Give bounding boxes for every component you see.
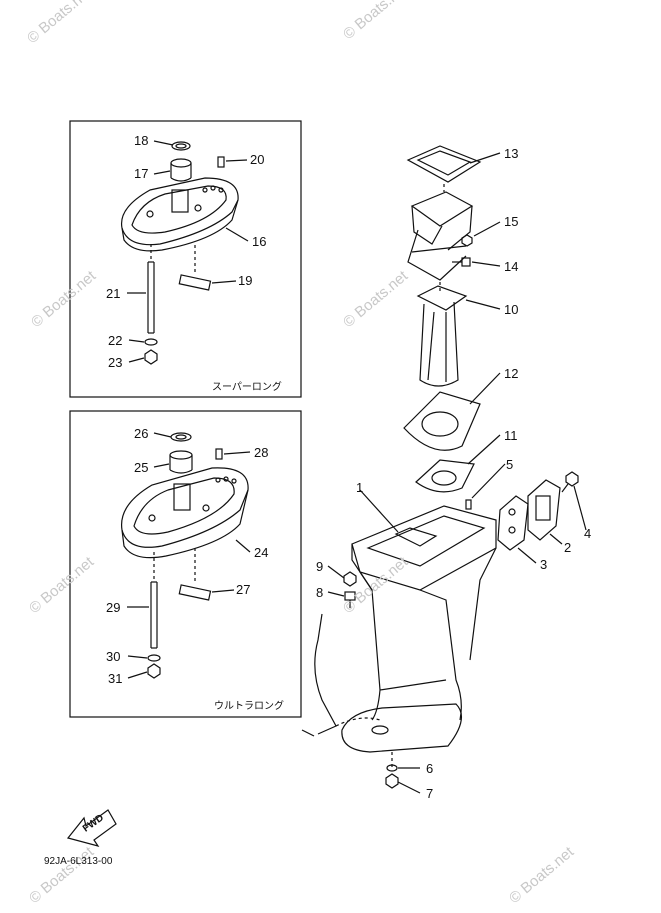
part-9-washer: [343, 571, 357, 587]
inset-frame-top: [69, 120, 302, 398]
part-18-ring: [171, 141, 191, 151]
part-15-nut: [461, 234, 473, 247]
callout-5: 5: [506, 457, 514, 472]
callout-22: 22: [108, 333, 123, 348]
part-4-bolt: [561, 471, 579, 493]
part-19-rubber-mount: [178, 274, 212, 291]
part-8-bolt: [344, 591, 356, 608]
callout-1: 1: [356, 480, 364, 495]
part-2-cover-plate: [527, 479, 561, 541]
callout-27: 27: [236, 582, 251, 597]
part-1-upper-casing: [341, 505, 497, 753]
part-24-extension-plate: [120, 467, 249, 559]
inset-bottom-caption: ウルトラロング: [214, 701, 284, 712]
callout-14: 14: [504, 259, 519, 274]
part-5-pin: [465, 499, 472, 510]
callout-24: 24: [254, 545, 269, 560]
diagram-code: 92JA-6L313-00: [44, 856, 113, 867]
callout-30: 30: [106, 649, 121, 664]
part-7-bolt: [385, 773, 399, 789]
callout-18: 18: [134, 133, 149, 148]
part-26-ring: [170, 432, 192, 442]
callout-26: 26: [134, 426, 149, 441]
callout-28: 28: [254, 445, 269, 460]
callout-29: 29: [106, 600, 121, 615]
callout-13: 13: [504, 146, 519, 161]
callout-20: 20: [250, 152, 265, 167]
part-11-gasket: [415, 459, 475, 493]
part-22-washer: [144, 338, 158, 346]
part-17-bushing: [170, 158, 192, 182]
part-27-rubber-mount: [178, 584, 212, 601]
part-31-nut: [147, 663, 161, 679]
callout-21: 21: [106, 286, 121, 301]
callout-6: 6: [426, 761, 434, 776]
part-23-nut: [144, 349, 158, 365]
part-16-extension-plate: [120, 177, 239, 252]
part-30-washer: [147, 654, 161, 662]
part-25-bushing: [169, 450, 193, 474]
inset-frame-bottom: [69, 410, 302, 718]
part-13-gasket: [406, 145, 482, 183]
callout-31: 31: [108, 671, 123, 686]
part-3-plate-gasket: [497, 495, 529, 551]
callout-11: 11: [504, 428, 518, 443]
callout-9: 9: [316, 559, 324, 574]
callout-4: 4: [584, 526, 592, 541]
lead-wire: [314, 613, 337, 735]
callout-3: 3: [540, 557, 548, 572]
callout-12: 12: [504, 366, 519, 381]
part-21-stud: [147, 261, 155, 334]
callout-16: 16: [252, 234, 267, 249]
callout-19: 19: [238, 273, 253, 288]
callout-25: 25: [134, 460, 149, 475]
callout-7: 7: [426, 786, 434, 801]
callout-8: 8: [316, 585, 324, 600]
part-12-gasket: [403, 391, 481, 451]
callout-23: 23: [108, 355, 123, 370]
part-14-bolt: [452, 257, 471, 267]
callout-15: 15: [504, 214, 519, 229]
part-28-pin: [215, 448, 223, 460]
part-exhaust-guide: [407, 191, 474, 281]
inset-top-caption: スーパーロング: [212, 382, 282, 393]
callout-17: 17: [134, 166, 149, 181]
fwd-arrow: [66, 809, 117, 847]
part-10-exhaust-tube: [416, 285, 468, 387]
part-29-stud: [150, 581, 158, 649]
part-20-pin: [217, 156, 225, 168]
callout-10: 10: [504, 302, 519, 317]
callout-2: 2: [564, 540, 572, 555]
